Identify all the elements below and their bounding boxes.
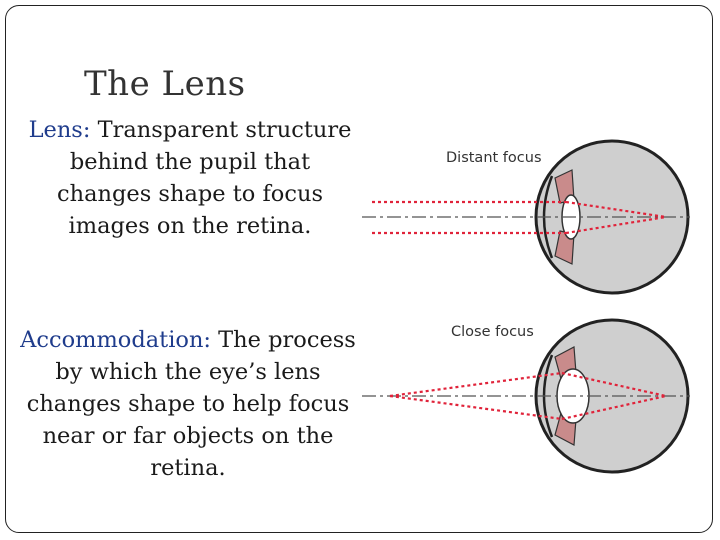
close-focus-eye (362, 318, 690, 474)
accommodation-definition: Accommodation: The process by which the … (18, 324, 358, 484)
distant-focus-label: Distant focus (446, 150, 542, 166)
close-ray-top-in (389, 371, 563, 398)
lens-definition: Lens: Transparent structure behind the p… (20, 114, 360, 242)
distant-ray-bottom-converge (565, 215, 667, 235)
distant-focus-eye (362, 139, 690, 295)
lens-term: Lens: (28, 117, 91, 143)
close-focus-label: Close focus (451, 324, 534, 340)
lens-description: Transparent structure behind the pupil t… (57, 117, 352, 239)
close-ray-bottom-in (389, 394, 563, 421)
accommodation-term: Accommodation: (20, 327, 212, 353)
accommodation-description: The process by which the eye’s lens chan… (26, 327, 356, 481)
distant-ray-top-converge (565, 200, 667, 219)
slide-title: The Lens (84, 64, 246, 104)
